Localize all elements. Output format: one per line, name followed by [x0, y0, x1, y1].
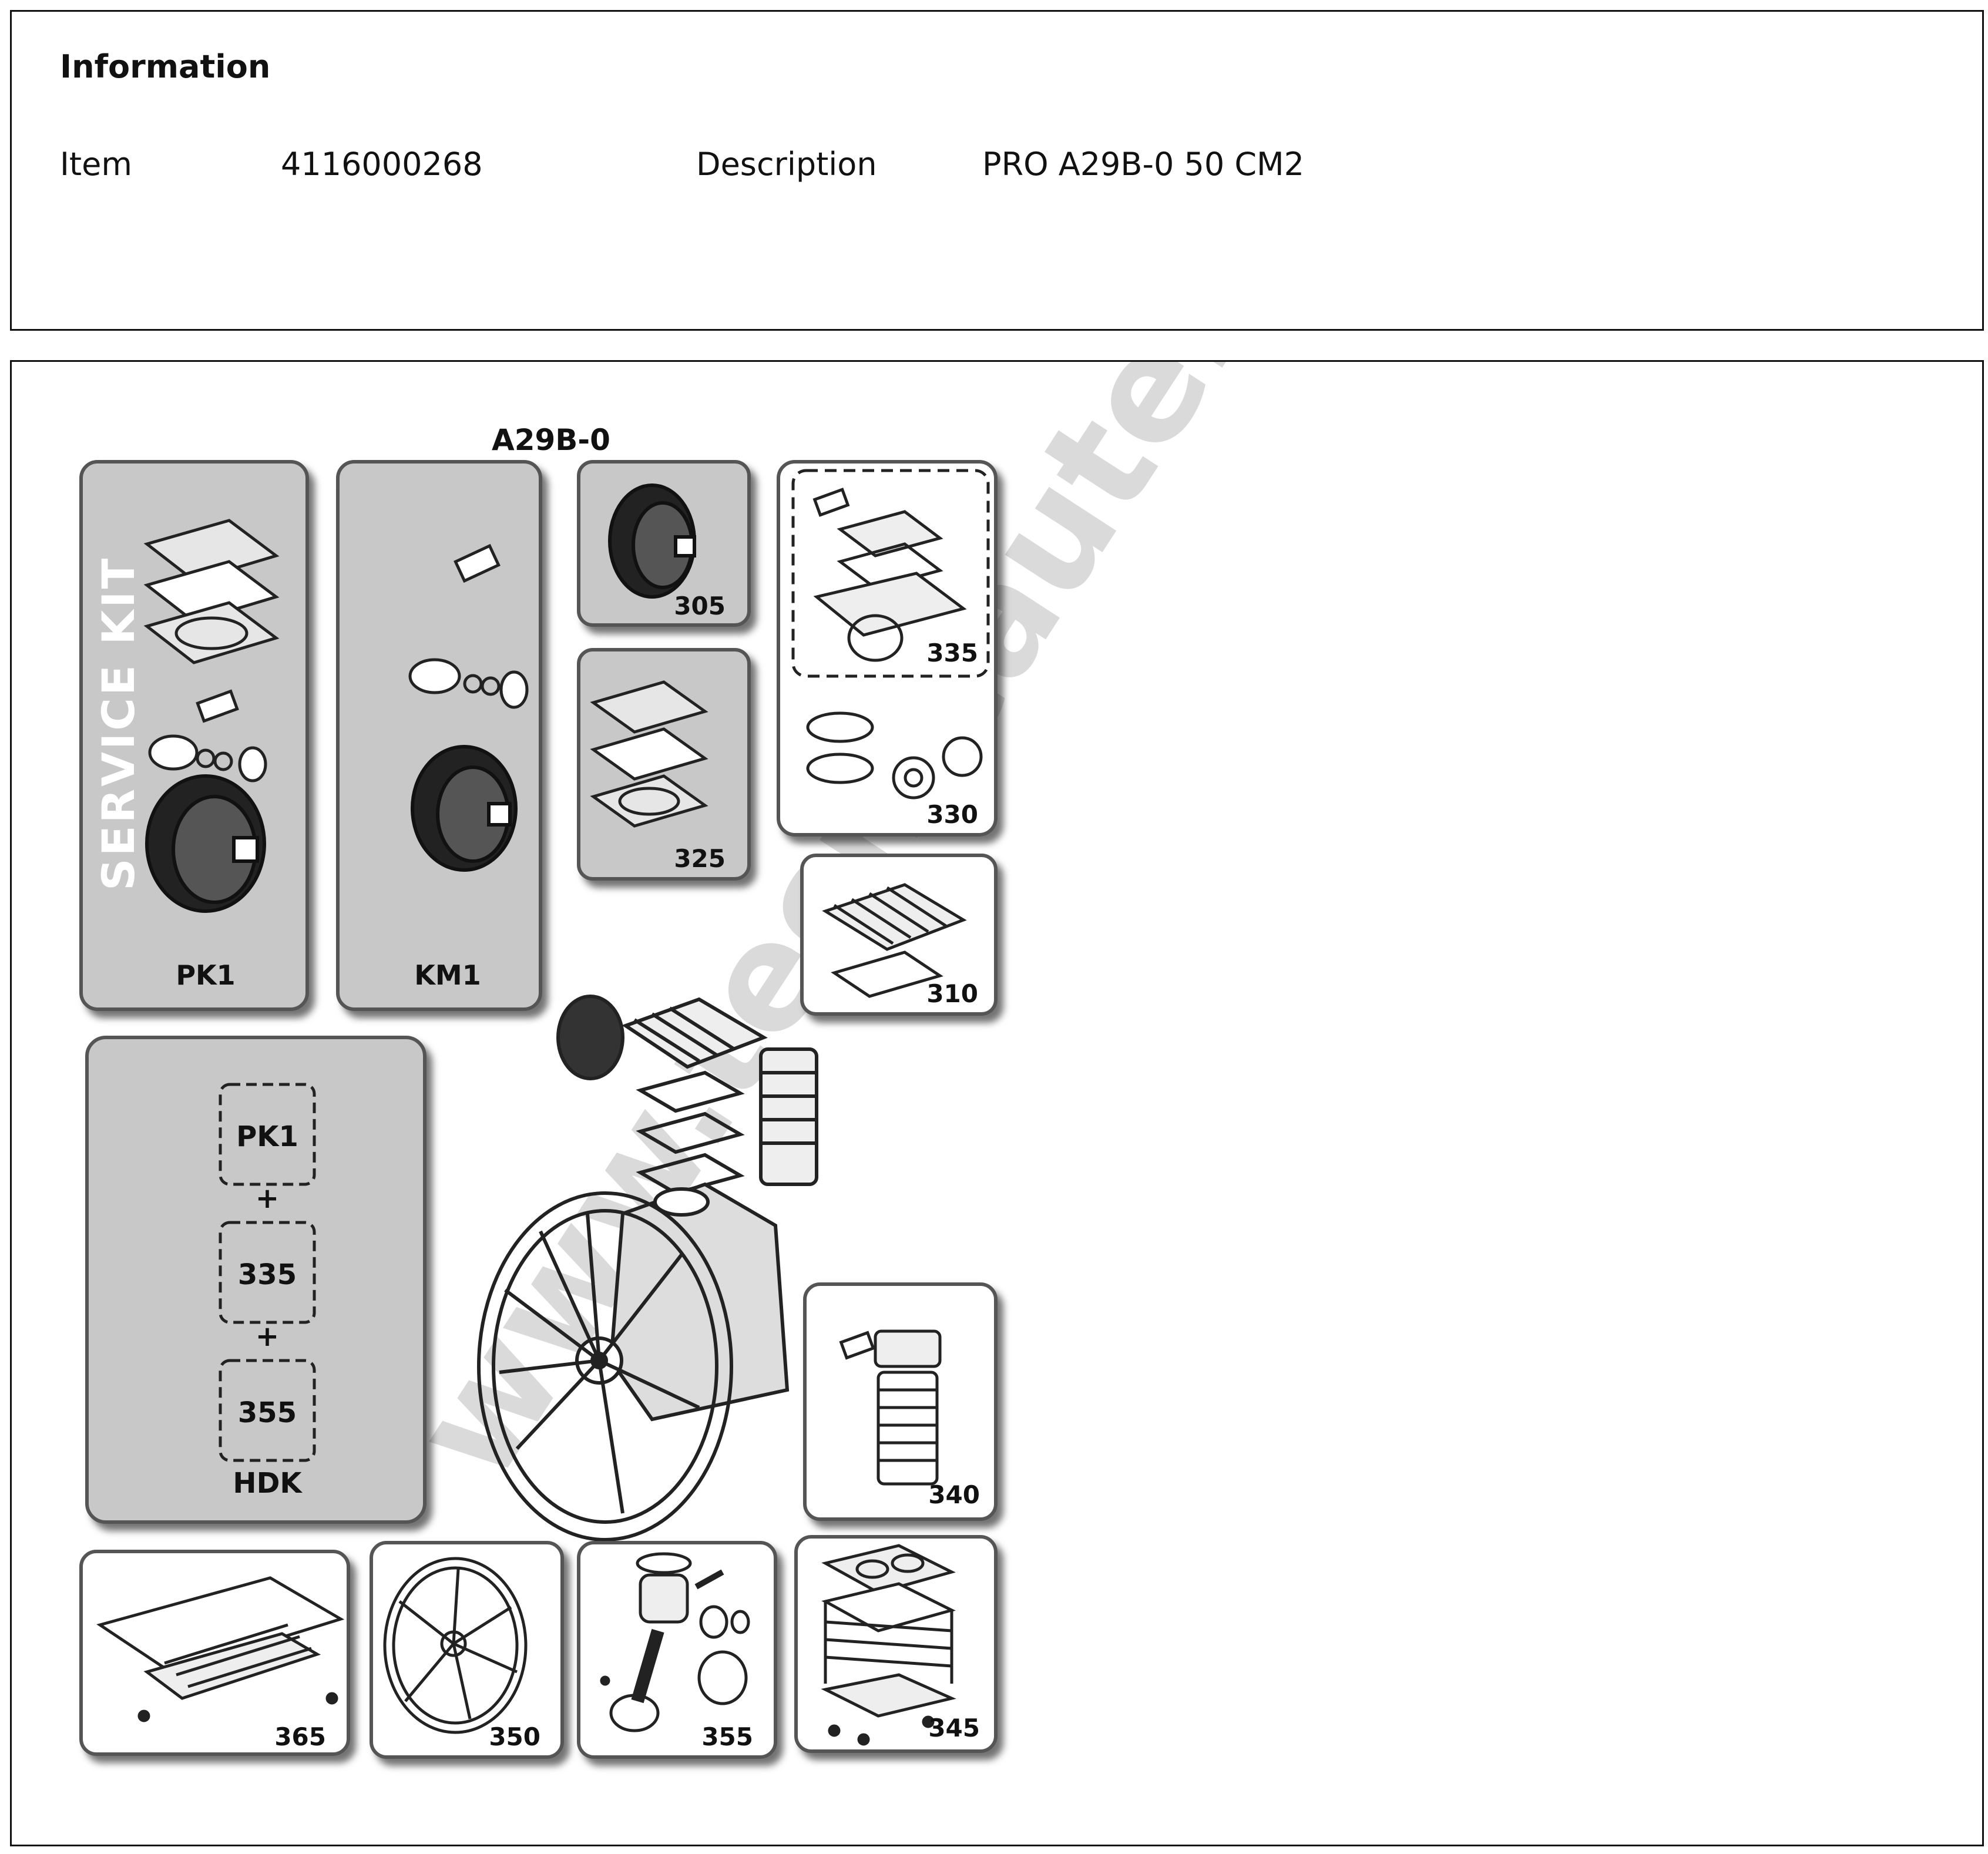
valve-icon [408, 658, 529, 709]
panel-345: 345 [794, 1535, 998, 1753]
panel-340: 340 [803, 1282, 998, 1521]
information-panel: Information Item 4116000268 Description … [10, 10, 1984, 331]
gasket-icon [454, 543, 501, 583]
valve-icon [148, 689, 267, 782]
piston-rod-icon [600, 1552, 750, 1732]
cylinder-icon [839, 1329, 942, 1486]
hdk-plus-1: + [256, 1182, 279, 1215]
exploded-diagram: www.tecnicautensili.com A29B-0 SERVICE K… [79, 362, 1647, 1759]
panel-km1-label: KM1 [414, 959, 481, 991]
pulley-wheel-icon [383, 1557, 528, 1734]
panel-335: 335 [791, 469, 990, 678]
cylinder-head-icon [822, 883, 967, 998]
panel-335-label: 335 [926, 639, 978, 667]
hdk-item-335: 335 [238, 1258, 297, 1291]
panel-365: 365 [79, 1550, 350, 1756]
panel-355: 355 [577, 1541, 777, 1759]
air-filter-icon [145, 774, 266, 913]
compressor-assembly-icon [477, 995, 818, 1541]
hdk-plus-2: + [256, 1320, 279, 1353]
panel-345-label: 345 [928, 1714, 980, 1742]
item-value: 4116000268 [281, 146, 483, 183]
hdk-item-355: 355 [238, 1396, 297, 1429]
panel-pk1: SERVICE KIT PK1 [79, 460, 309, 1011]
panel-330: 335 330 [777, 460, 998, 837]
panel-350-label: 350 [489, 1722, 540, 1751]
item-label: Item [60, 146, 132, 183]
crankcase-cover-icon [96, 1576, 345, 1722]
panel-350: 350 [370, 1541, 564, 1759]
gasket-plate-icon [143, 519, 280, 664]
panel-340-label: 340 [928, 1480, 980, 1509]
gasket-set-icon [812, 488, 967, 662]
panel-pk1-label: PK1 [176, 959, 235, 991]
panel-325: 325 [577, 648, 751, 881]
panel-305-label: 305 [674, 592, 726, 620]
panel-330-label: 330 [926, 800, 978, 829]
panel-km1: KM1 [336, 460, 542, 1011]
air-filter-icon [608, 483, 696, 599]
panel-310-label: 310 [926, 979, 978, 1008]
diagram-title: A29B-0 [492, 423, 610, 457]
panel-305: 305 [577, 460, 751, 627]
information-heading: Information [60, 48, 271, 85]
panel-hdk: PK1 + 335 + 355 HDK [85, 1036, 427, 1524]
gasket-plate-icon [590, 680, 708, 828]
description-value: PRO A29B-0 50 CM2 [982, 146, 1304, 183]
cylinder-block-icon [821, 1544, 956, 1746]
service-kit-text: SERVICE KIT [92, 556, 145, 891]
exploded-diagram-panel: www.tecnicautensili.com A29B-0 SERVICE K… [10, 360, 1984, 1846]
panel-365-label: 365 [274, 1722, 326, 1751]
panel-355-label: 355 [701, 1722, 753, 1751]
description-label: Description [696, 146, 877, 183]
air-filter-icon [411, 745, 518, 872]
piston-ring-icon [806, 711, 983, 800]
hdk-item-pk1: PK1 [236, 1120, 298, 1153]
panel-310: 310 [800, 854, 998, 1016]
panel-325-label: 325 [674, 844, 726, 873]
hdk-label: HDK [233, 1467, 303, 1500]
